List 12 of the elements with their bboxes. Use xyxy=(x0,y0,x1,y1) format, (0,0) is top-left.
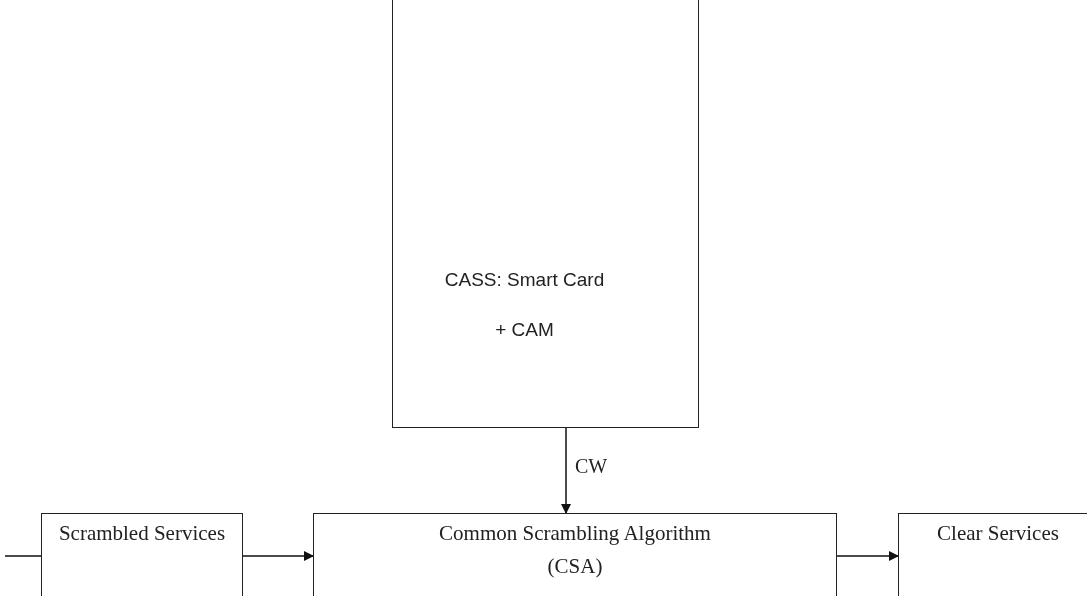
node-text: Common Scrambling Algorithm (CSA) xyxy=(438,520,712,580)
arrow xyxy=(242,551,314,561)
node-text: Scrambled Services xyxy=(58,520,226,547)
node-text: + CAM xyxy=(495,319,554,341)
process-box xyxy=(41,513,243,596)
arrow xyxy=(561,427,571,514)
node-text: Clear Services xyxy=(937,520,1059,547)
process-box xyxy=(313,513,837,596)
node-text: CASS: Smart Card xyxy=(444,269,605,291)
process-box xyxy=(392,0,699,428)
process-box xyxy=(898,513,1087,596)
arrow xyxy=(836,551,899,561)
